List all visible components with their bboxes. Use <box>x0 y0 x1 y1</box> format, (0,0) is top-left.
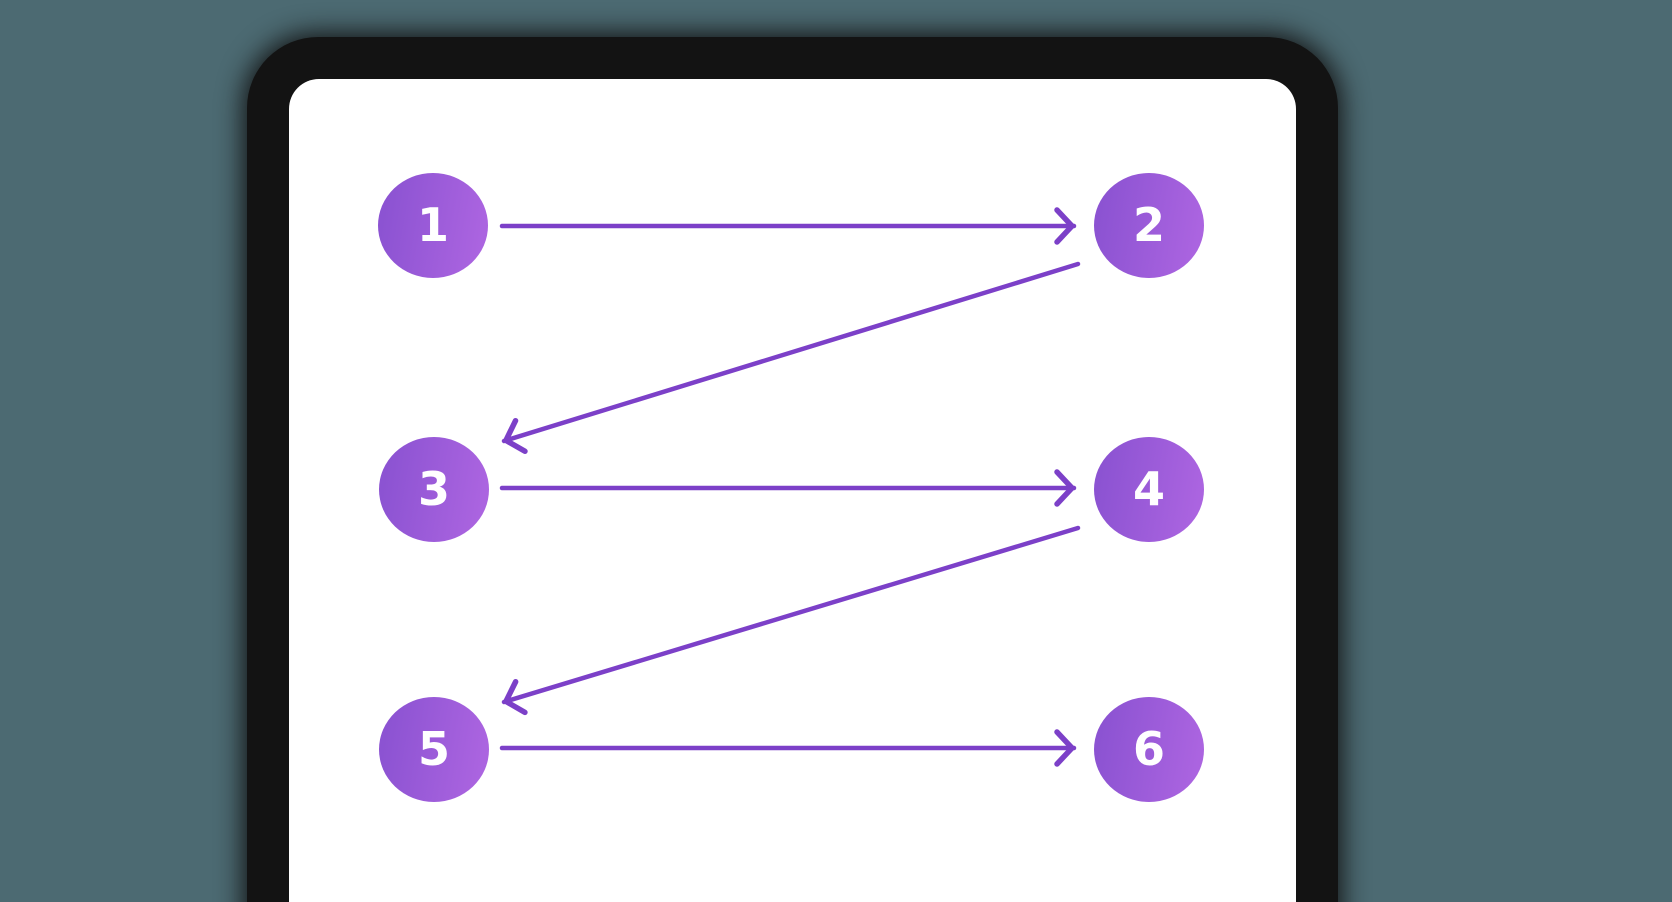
step-node-6-label: 6 <box>1132 721 1165 776</box>
step-node-5: 5 <box>379 697 489 802</box>
step-node-6: 6 <box>1094 697 1204 802</box>
step-node-3-label: 3 <box>417 461 450 516</box>
step-node-2: 2 <box>1094 173 1204 278</box>
step-node-1: 1 <box>378 173 488 278</box>
step-node-5-label: 5 <box>417 721 450 776</box>
step-node-4-label: 4 <box>1132 461 1165 516</box>
step-node-1-label: 1 <box>416 197 449 252</box>
step-node-2-label: 2 <box>1132 197 1165 252</box>
step-node-4: 4 <box>1094 437 1204 542</box>
step-node-3: 3 <box>379 437 489 542</box>
